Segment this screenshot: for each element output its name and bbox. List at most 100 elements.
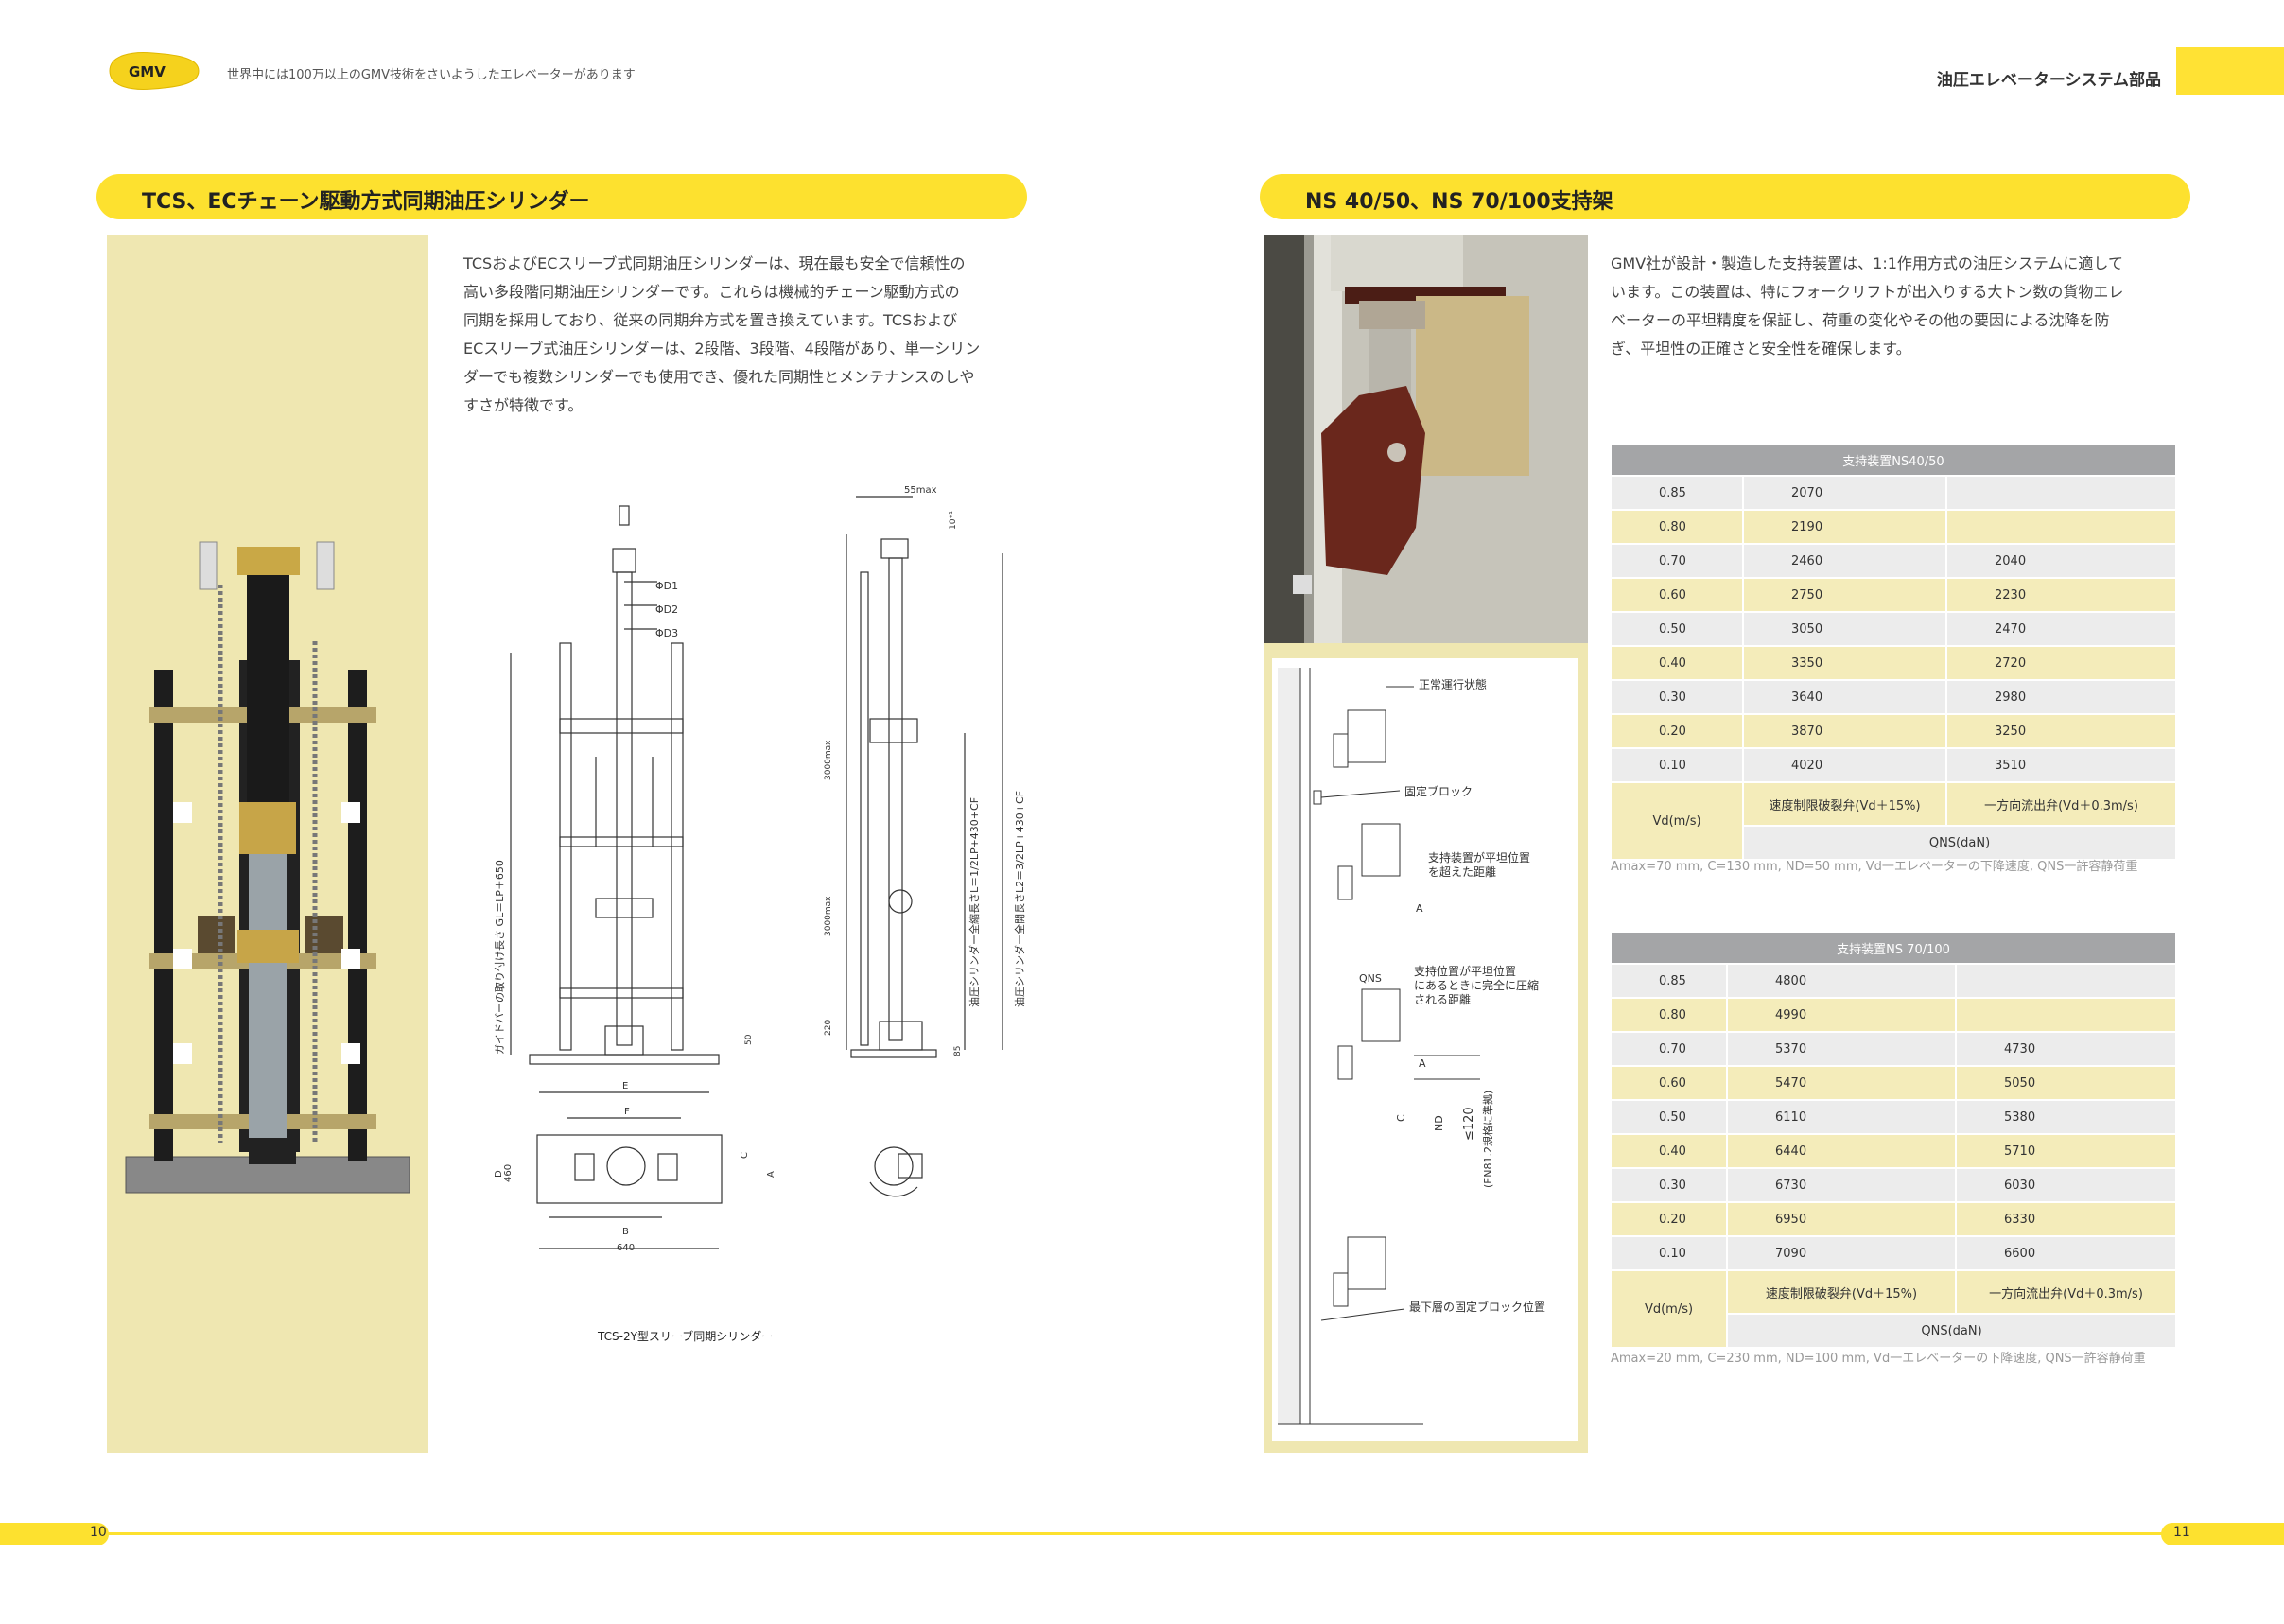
right-description-line: います。この装置は、特にフォークリフトが出入りする大トン数の貨物エレ <box>1611 283 2124 301</box>
table-footer-row: Vd(m/s) 速度制限破裂弁(Vd＋15%) 一方向流出弁(Vd＋0.3m/s… <box>1610 781 2177 861</box>
right-description-line: ぎ、平坦性の正確さと安全性を確保します。 <box>1611 340 1911 358</box>
dim-10: 10⁺¹ <box>949 511 958 530</box>
gmv-logo: GMV <box>109 52 200 90</box>
logo-text: GMV <box>129 63 166 80</box>
dim-a: A <box>766 1171 776 1178</box>
right-section-banner: NS 40/50、NS 70/100支持架 <box>1260 174 2190 219</box>
left-section-banner: TCS、ECチェーン駆動方式同期油圧シリンダー <box>96 174 1027 219</box>
table-footer-row: QNS(daN) <box>1611 825 2177 861</box>
dim-d3: ΦD3 <box>655 627 678 639</box>
page-number-left: 10 <box>90 1525 107 1540</box>
label-c: C <box>1395 1114 1407 1122</box>
label-a-2: A <box>1419 1057 1426 1070</box>
dim-3000max-a: 3000max <box>824 740 833 780</box>
left-description: TCSおよびECスリーブ式同期油圧シリンダーは、現在最も安全で信頼性の 高い多段… <box>463 250 1012 420</box>
left-description-line: すさが特徴です。 <box>463 396 584 414</box>
dim-d1: ΦD1 <box>655 580 678 592</box>
table-footer-row: QNS(daN) <box>1611 1313 2178 1349</box>
table2-note: Amax=20 mm, C=230 mm, ND=100 mm, Vd一エレベー… <box>1611 1352 2146 1366</box>
support-panel: 正常運行状態 固定ブロック 支持装置が平坦位置 を超えた距離 A QNS 支持位… <box>1264 235 1588 1453</box>
footer-tab-right <box>2161 1523 2284 1545</box>
left-description-line: 高い多段階同期油圧シリンダーです。これらは機械的チェーン駆動方式の <box>463 283 960 301</box>
dim-d2: ΦD2 <box>655 603 678 616</box>
dim-l1: 油圧シリンダー全縮長さL＝1/2LP+430+CF <box>968 797 981 1007</box>
drawing-caption: TCS-2Y型スリーブ同期シリンダー <box>598 1330 774 1343</box>
right-section-title: NS 40/50、NS 70/100支持架 <box>1305 190 1613 214</box>
unit-header: QNS(daN) <box>1725 1313 2178 1349</box>
cylinder-photo-illustration <box>125 541 410 1194</box>
dim-640: 640 <box>617 1243 635 1253</box>
col2-header: 一方向流出弁(Vd＋0.3m/s) <box>1954 1269 2178 1315</box>
header-tagline: 世界中には100万以上のGMV技術をさいようしたエレベーターがあります <box>227 68 636 82</box>
col1-header: 速度制限破裂弁(Vd＋15%) <box>1742 781 1947 827</box>
col2-header: 一方向流出弁(Vd＋0.3m/s) <box>1945 781 2177 827</box>
label-compress-1: 支持位置が平坦位置 <box>1414 964 1516 978</box>
right-description: GMV社が設計・製造した支持装置は、1:1作用方式の油圧システムに適して います… <box>1611 250 2169 363</box>
label-nd: ND <box>1433 1115 1445 1131</box>
table-title: 支持装置NS 70/100 <box>1609 931 2178 965</box>
table-footer-row: Vd(m/s) 速度制限破裂弁(Vd＋15%) 一方向流出弁(Vd＋0.3m/s… <box>1610 1269 2178 1349</box>
footer-line <box>0 1532 2284 1535</box>
dim-220: 220 <box>824 1020 833 1036</box>
label-normal: 正常運行状態 <box>1419 677 1487 691</box>
footer-tab-left <box>0 1523 109 1545</box>
dim-3000max-b: 3000max <box>824 896 833 936</box>
dim-d: D <box>494 1170 504 1178</box>
label-qns: QNS <box>1359 972 1382 985</box>
label-compress-3: される距離 <box>1414 993 1471 1006</box>
label-exceed-1: 支持装置が平坦位置 <box>1428 850 1530 864</box>
label-exceed-2: を超えた距離 <box>1428 864 1496 879</box>
vd-header: Vd(m/s) <box>1610 1269 1728 1349</box>
label-a-1: A <box>1416 902 1423 915</box>
dim-460: 460 <box>503 1164 514 1182</box>
right-description-line: GMV社が設計・製造した支持装置は、1:1作用方式の油圧システムに適して <box>1611 254 2123 272</box>
unit-header: QNS(daN) <box>1742 825 2177 861</box>
dim-e: E <box>622 1081 628 1091</box>
support-device-photo <box>1264 235 1588 643</box>
dim-85: 85 <box>953 1046 963 1056</box>
tcs-technical-drawing: ΦD1 ΦD2 ΦD3 ガイドバーの取り付け長さ GL＝LP＋650 55max… <box>494 485 1026 1253</box>
table-title: 支持装置NS40/50 <box>1610 443 2177 477</box>
right-description-line: ベーターの平坦精度を保証し、荷重の変化やその他の要因による沈降を防 <box>1611 311 2110 329</box>
dim-f: F <box>624 1107 630 1117</box>
left-description-line: 同期を採用しており、従来の同期弁方式を置き換えています。TCSおよび <box>463 311 958 329</box>
table1-note: Amax=70 mm, C=130 mm, ND=50 mm, Vd一エレベータ… <box>1611 860 2138 874</box>
label-en81: (EN81.2規格に準拠) <box>1481 1091 1494 1188</box>
col1-header: 速度制限破裂弁(Vd＋15%) <box>1726 1269 1957 1315</box>
label-bottom-block: 最下層の固定ブロック位置 <box>1409 1300 1545 1314</box>
dim-b: B <box>622 1227 629 1237</box>
left-description-line: ECスリーブ式油圧シリンダーは、2段階、3段階、4段階があり、単一シリン <box>463 340 981 358</box>
dim-50: 50 <box>744 1034 754 1045</box>
support-diagram-frame: 正常運行状態 固定ブロック 支持装置が平坦位置 を超えた距離 A QNS 支持位… <box>1272 658 1578 1441</box>
dim-55max: 55max <box>904 485 937 496</box>
vd-header: Vd(m/s) <box>1610 781 1744 861</box>
label-le120: ≤120 <box>1462 1107 1476 1141</box>
header-accent-tab <box>2176 47 2284 95</box>
dim-l2: 油圧シリンダー全開長さL2＝3/2LP+430+CF <box>1013 791 1026 1007</box>
product-photo-panel <box>107 235 428 1453</box>
support-position-diagram: 正常運行状態 固定ブロック 支持装置が平坦位置 を超えた距離 A QNS 支持位… <box>1278 668 1545 1425</box>
dim-c: C <box>740 1152 750 1159</box>
left-section-title: TCS、ECチェーン駆動方式同期油圧シリンダー <box>142 190 590 214</box>
page-number-right: 11 <box>2173 1525 2190 1540</box>
left-description-line: TCSおよびECスリーブ式同期油圧シリンダーは、現在最も安全で信頼性の <box>463 254 966 272</box>
